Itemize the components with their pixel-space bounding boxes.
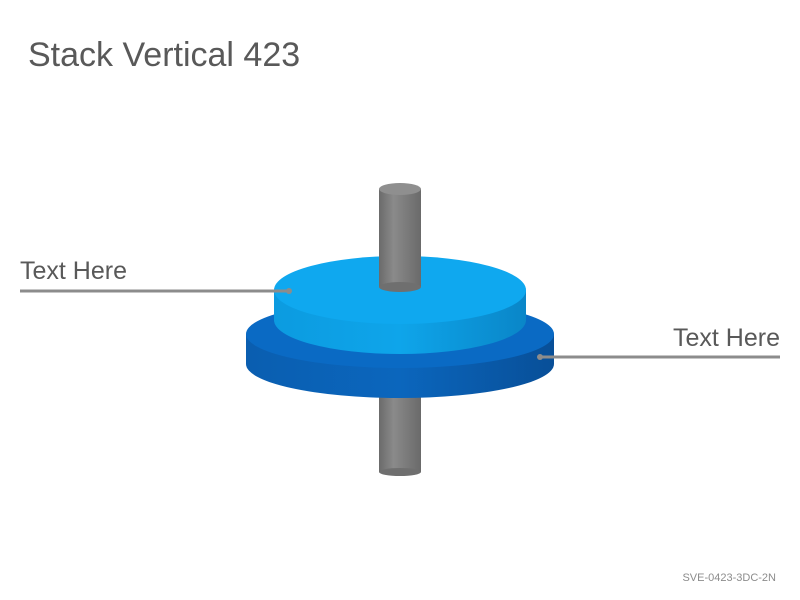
shaft-upper [379, 183, 421, 292]
callout-line-left [20, 288, 292, 294]
callout-label-left: Text Here [20, 257, 127, 285]
footer-code: SVE-0423-3DC-2N [682, 572, 776, 584]
shaft-lower [379, 388, 421, 476]
callout-label-right: Text Here [673, 324, 780, 352]
page-title: Stack Vertical 423 [28, 36, 301, 74]
callout-line-right [537, 354, 780, 360]
